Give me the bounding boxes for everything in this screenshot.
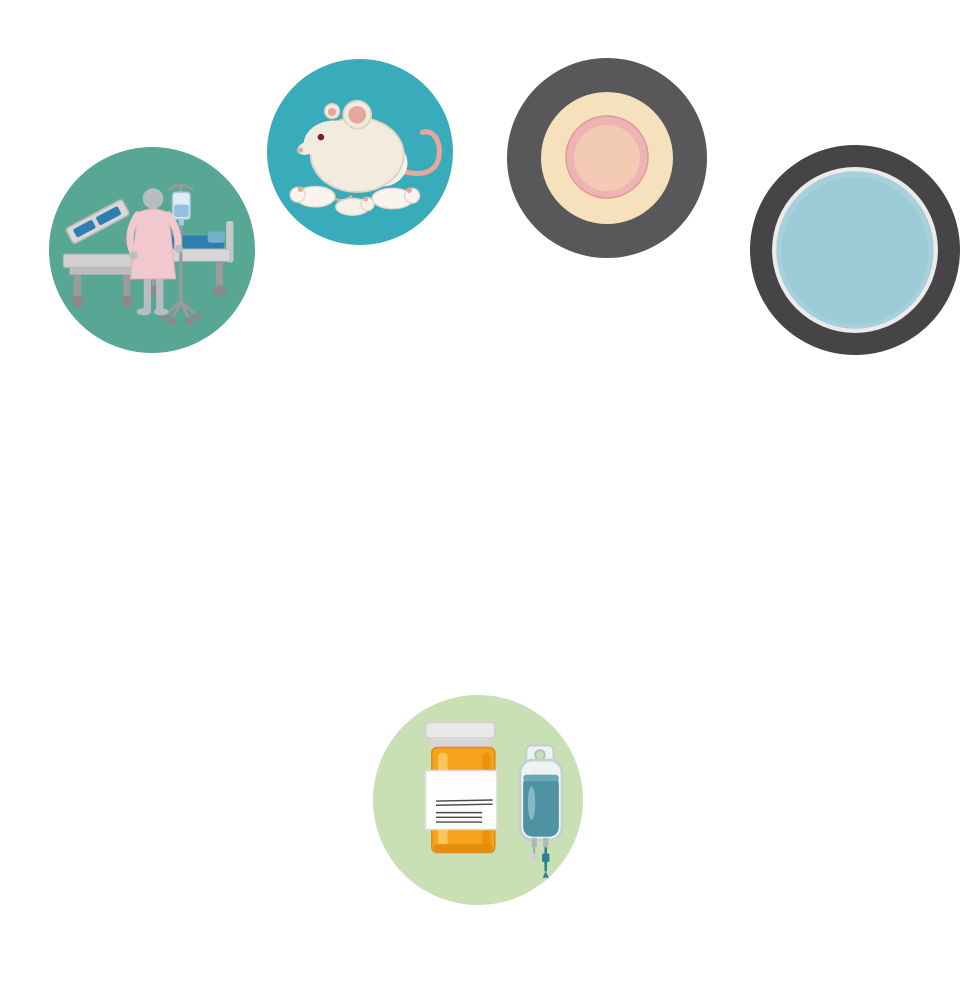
organoid-icon: [507, 58, 707, 258]
petri-dish-icon: [750, 145, 960, 355]
patient-icon: [126, 188, 183, 316]
mouse-pups-icon: [289, 185, 421, 216]
iv-pole-icon: [160, 183, 202, 326]
pill-bottle-icon: [424, 721, 498, 854]
mouse-icon: [267, 59, 453, 245]
iv-bag-icon: [518, 744, 564, 878]
drug-icon: [373, 695, 583, 905]
hospital-bed-left-icon: [62, 199, 143, 308]
humans-icon: [49, 147, 255, 353]
